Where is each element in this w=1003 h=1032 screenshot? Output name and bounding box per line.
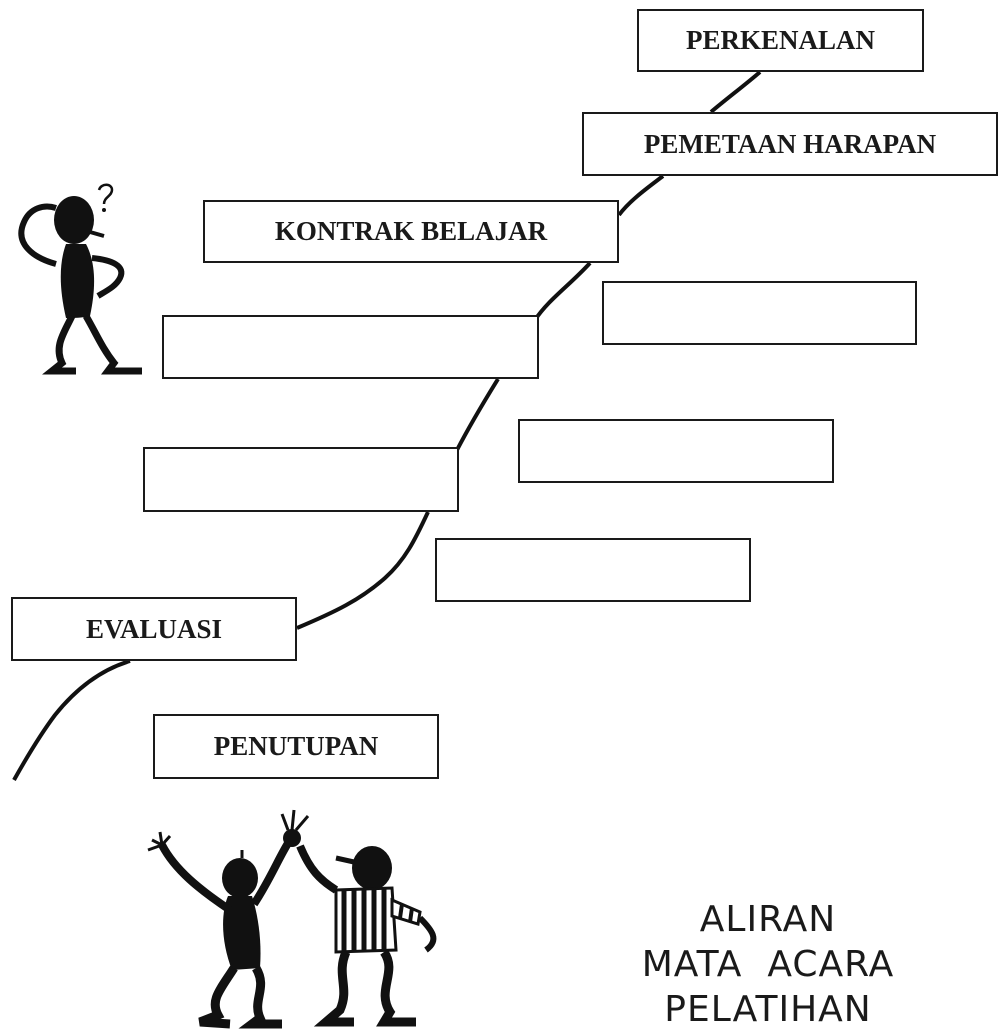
step-pemetaan-harapan-label: PEMETAAN HARAPAN <box>643 128 937 159</box>
step-pemetaan-harapan: PEMETAAN HARAPAN <box>582 112 998 176</box>
caption-line-3: PELATIHAN <box>664 989 872 1030</box>
step-perkenalan: PERKENALAN <box>637 9 924 72</box>
step-blank-5 <box>435 538 751 602</box>
caption-line-2: MATA ACARA <box>641 944 895 985</box>
celebrating-figures-icon <box>147 809 437 1029</box>
step-evaluasi: EVALUASI <box>11 597 297 661</box>
step-blank-1 <box>602 281 917 345</box>
caption-line-1: ALIRAN <box>699 899 837 940</box>
step-perkenalan-label: PERKENALAN <box>685 25 875 55</box>
step-blank-4 <box>143 447 459 512</box>
step-kontrak-belajar: KONTRAK BELAJAR <box>203 200 619 263</box>
step-penutupan: PENUTUPAN <box>153 714 439 779</box>
step-blank-2 <box>162 315 539 379</box>
step-kontrak-belajar-label: KONTRAK BELAJAR <box>274 216 548 246</box>
diagram-caption: ALIRAN MATA ACARA PELATIHAN <box>600 897 936 1032</box>
step-evaluasi-label: EVALUASI <box>85 613 223 644</box>
step-blank-3 <box>518 419 834 483</box>
thinking-figure-icon <box>18 183 142 375</box>
step-penutupan-label: PENUTUPAN <box>213 731 379 761</box>
